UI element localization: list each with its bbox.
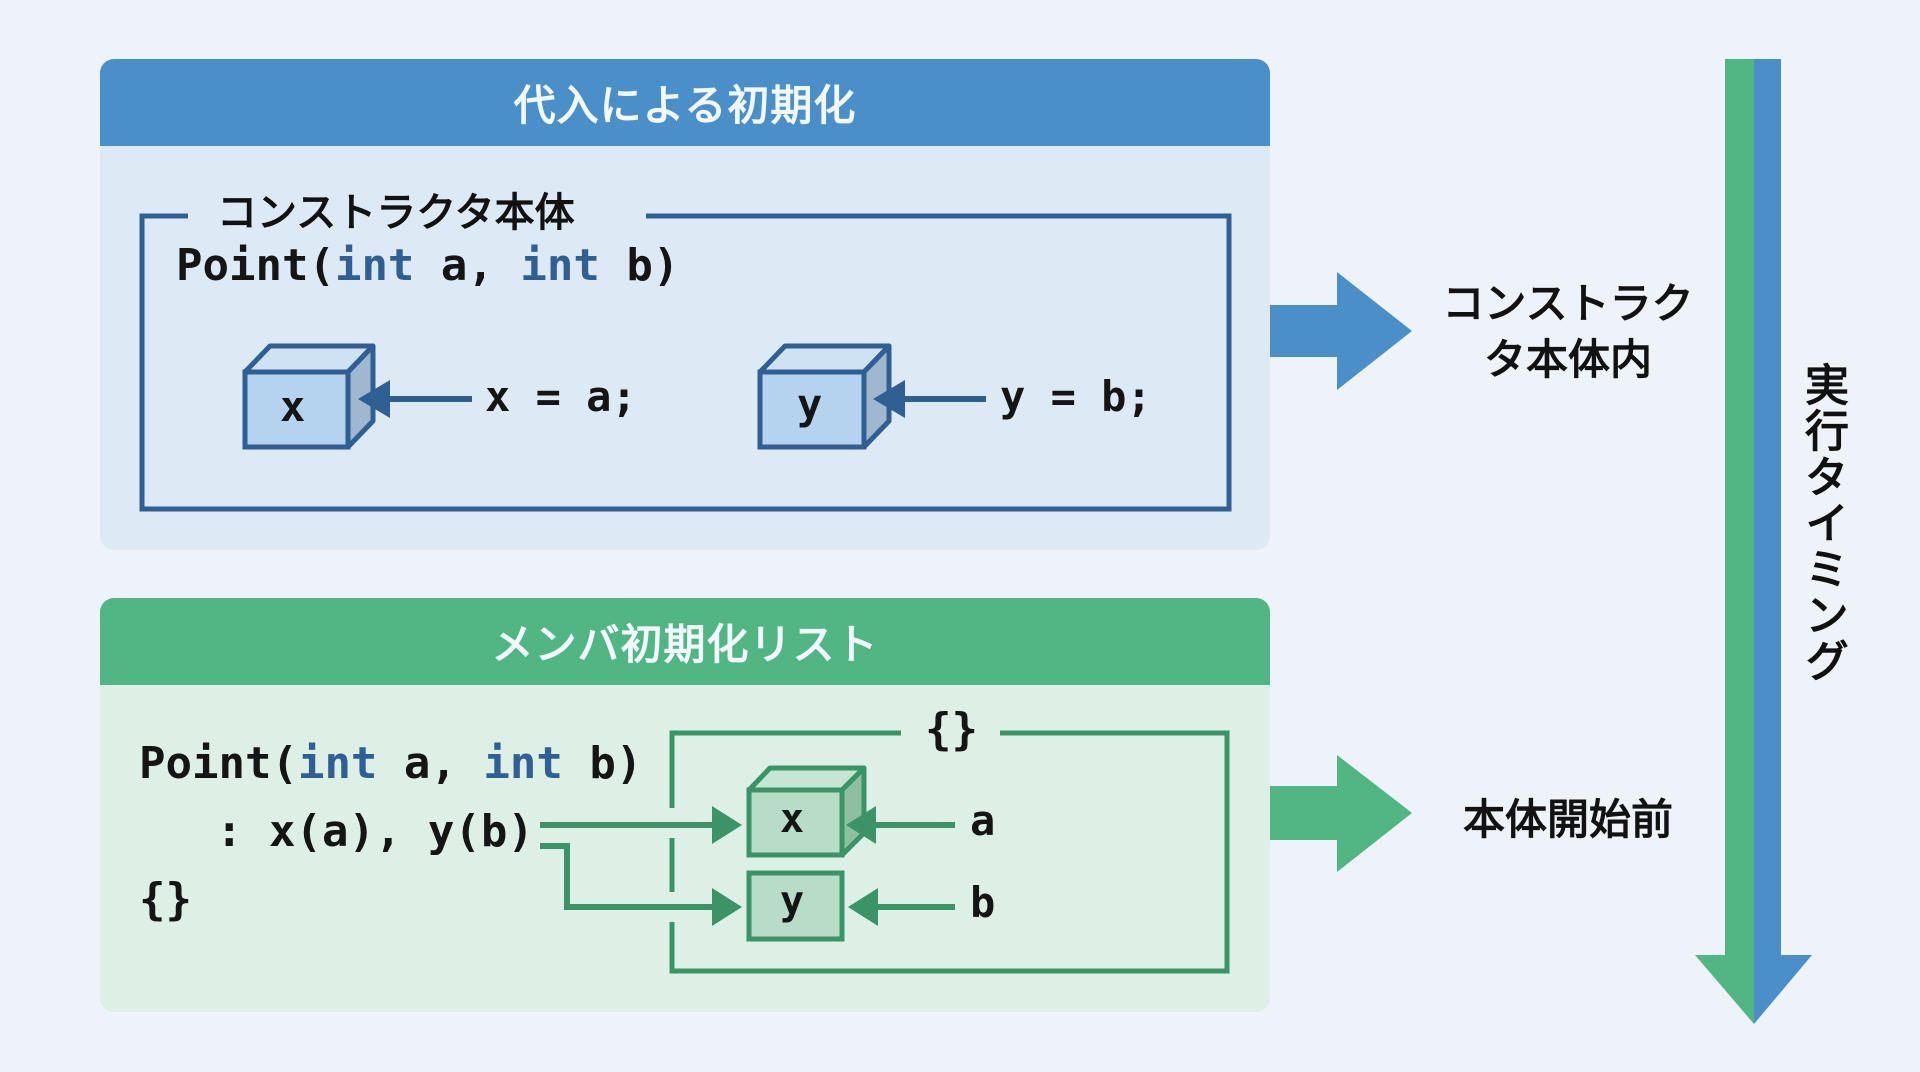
- timing-label-line2: タ本体内: [1483, 335, 1652, 384]
- keyword-int: int: [483, 738, 563, 789]
- source-b-arrow-icon: [848, 888, 955, 926]
- init-member-y-box-icon: [746, 870, 845, 942]
- assignment-timing-label: コンストラクタ本体内: [1428, 276, 1708, 388]
- keyword-int: int: [520, 240, 600, 291]
- assignment-signature: Point(int a, int b): [176, 240, 679, 291]
- assignment-panel-title: 代入による初期化: [100, 59, 1270, 146]
- body-frame: [669, 730, 1230, 974]
- param-b: b): [562, 738, 643, 789]
- init-list-panel: メンバ初期化リスト: [100, 598, 1270, 1012]
- assignment-panel: 代入による初期化: [100, 59, 1270, 550]
- source-a-arrow-icon: [846, 806, 955, 844]
- keyword-int: int: [334, 240, 415, 291]
- assign-y-arrow-icon: [873, 380, 986, 418]
- assign-x-arrow-icon: [358, 380, 472, 418]
- signature-name: Point(: [176, 240, 335, 291]
- assignment-timing-arrow-icon: [1270, 272, 1412, 390]
- init-member-x-label: x: [780, 796, 805, 842]
- param-a: a,: [377, 738, 484, 789]
- init-x-arrow-icon: [540, 806, 742, 844]
- init-y-arrow-icon: [540, 843, 742, 926]
- init-list-line: : x(a), y(b): [216, 806, 534, 857]
- timing-label-line1: コンストラク: [1442, 279, 1694, 328]
- init-list-timing-arrow-icon: [1270, 755, 1412, 872]
- member-y-box-icon: [757, 343, 892, 450]
- init-list-signature: Point(int a, int b): [139, 738, 642, 789]
- constructor-body-frame: [139, 213, 1232, 512]
- timeline-arrow-icon: [1695, 59, 1812, 1024]
- init-member-x-box-icon: [746, 765, 867, 858]
- init-list-panel-title: メンバ初期化リスト: [100, 598, 1270, 685]
- init-list-body: {}: [139, 874, 192, 925]
- timeline-label: 実行タイミング: [1797, 362, 1848, 684]
- member-x-box-icon: [242, 343, 376, 450]
- param-b: b): [599, 240, 680, 291]
- param-a: a,: [414, 240, 521, 291]
- constructor-body-label: コンストラクタ本体: [205, 180, 587, 238]
- member-x-label: x: [280, 382, 306, 431]
- init-list-timing-label: 本体開始前: [1462, 795, 1673, 844]
- source-b-label: b: [970, 878, 996, 927]
- keyword-int: int: [297, 738, 378, 789]
- init-member-y-label: y: [780, 878, 805, 924]
- body-frame-label: {}: [925, 704, 978, 755]
- signature-name: Point(: [139, 738, 298, 789]
- assign-x-statement: x = a;: [485, 372, 637, 421]
- member-y-label: y: [797, 380, 823, 429]
- source-a-label: a: [970, 796, 996, 845]
- assign-y-statement: y = b;: [1000, 372, 1152, 421]
